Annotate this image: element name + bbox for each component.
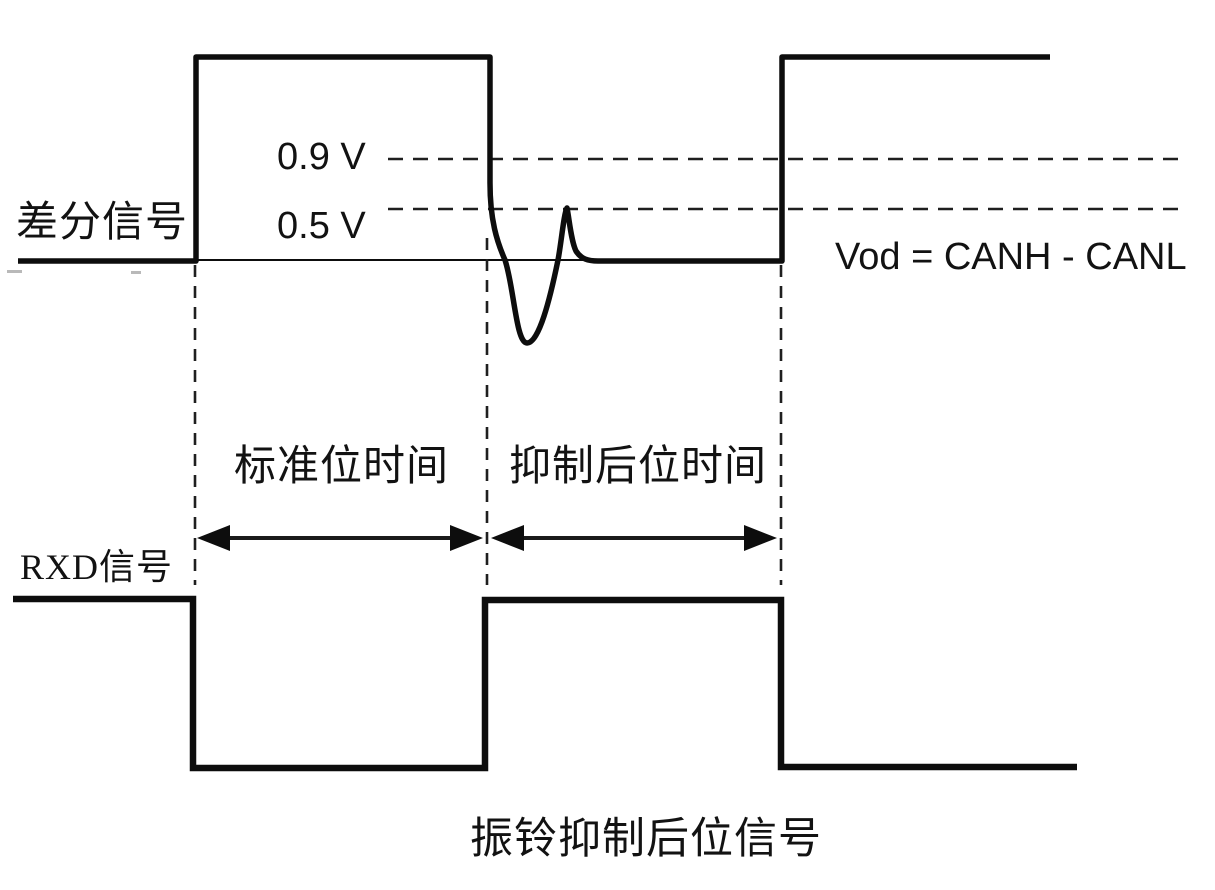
- scan-artifact-dash: [7, 270, 22, 273]
- diagram-caption: 振铃抑制后位信号: [470, 816, 822, 863]
- arrowhead-left-icon: [197, 525, 230, 551]
- vod-formula-label: Vod = CANH - CANL: [835, 236, 1187, 278]
- differential-signal-label: 差分信号: [16, 200, 189, 246]
- threshold-0v9-label: 0.9 V: [277, 136, 366, 178]
- scan-artifact-dash: [131, 271, 141, 274]
- standard-bit-time-label: 标准位时间: [234, 444, 450, 490]
- arrowhead-right-icon: [744, 525, 777, 551]
- standard-bit-time-arrow: [197, 525, 483, 551]
- suppressed-bit-time-label: 抑制后位时间: [509, 444, 768, 490]
- rxd-signal-label: RXD信号: [20, 547, 174, 587]
- rxd-signal-waveform: [13, 595, 1077, 772]
- suppressed-bit-time-arrow: [491, 525, 777, 551]
- arrowhead-left-icon: [491, 525, 524, 551]
- threshold-0v5-label: 0.5 V: [277, 205, 366, 247]
- arrowhead-right-icon: [450, 525, 483, 551]
- differential-signal-waveform: [18, 54, 1050, 346]
